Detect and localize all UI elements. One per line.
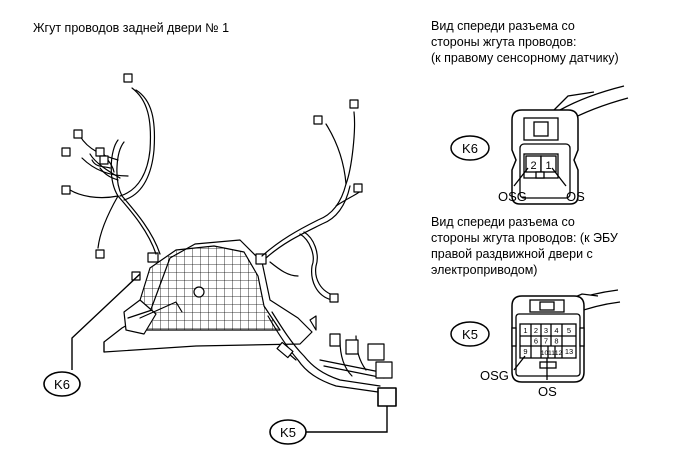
k5-caption-line-3: правой раздвижной двери с — [431, 247, 593, 261]
k5-pin-13: 13 — [565, 347, 573, 356]
k5-pin-11: 11 — [548, 350, 555, 357]
callout-k5: K5 — [269, 406, 388, 445]
grid-panel — [131, 245, 281, 331]
callout-k5-label: K5 — [280, 425, 296, 440]
k5-pins: 1 2 3 4 5 6 7 8 9 10 11 12 13 — [523, 326, 573, 357]
k5-caption-line-1: Вид спереди разъема со — [431, 215, 575, 229]
k5-pin-label-osg: OSG — [480, 368, 509, 383]
k6-label-bubble: K6 — [450, 135, 490, 161]
k5-pin-10: 10 — [541, 350, 549, 357]
k5-pin-5: 5 — [567, 326, 571, 335]
k5-pin-3: 3 — [544, 326, 548, 335]
k6-caption-line-1: Вид спереди разъема со — [431, 19, 575, 33]
k6-connector-view — [511, 85, 629, 205]
k5-connector-block — [377, 387, 397, 407]
k5-caption: Вид спереди разъема со стороны жгута про… — [431, 214, 618, 278]
k6-pin-2: 2 — [530, 160, 536, 172]
k5-pin-7: 7 — [544, 337, 548, 346]
callout-k6-label: K6 — [54, 377, 70, 392]
k5-pin-4: 4 — [554, 326, 558, 335]
k5-pin-1: 1 — [523, 326, 527, 335]
callout-k6: K6 — [43, 273, 141, 397]
k5-pin-12: 12 — [555, 350, 563, 357]
harness-title: Жгут проводов задней двери № 1 — [33, 21, 230, 35]
k6-caption-line-2: стороны жгута проводов: — [431, 35, 577, 49]
k6-pin-1: 1 — [545, 160, 551, 172]
k5-label-bubble: K5 — [450, 321, 490, 347]
k5-pin-2: 2 — [534, 326, 538, 335]
k5-caption-line-2: стороны жгута проводов: (к ЭБУ — [431, 231, 618, 245]
k6-label: K6 — [462, 141, 478, 156]
k5-pin-6: 6 — [534, 337, 538, 346]
k5-pin-9: 9 — [523, 347, 527, 356]
k6-caption-line-3: (к правому сенсорному датчику) — [431, 51, 619, 65]
k5-label: K5 — [462, 327, 478, 342]
k5-pin-8: 8 — [554, 337, 558, 346]
k5-connector-view — [511, 289, 621, 383]
wire-harness-illustration — [61, 73, 397, 407]
k5-pin-label-os: OS — [538, 384, 557, 399]
k6-pin-label-osg: OSG — [498, 189, 527, 204]
k6-caption: Вид спереди разъема со стороны жгута про… — [431, 18, 619, 66]
k5-caption-line-4: электроприводом) — [431, 263, 538, 277]
k6-pin-label-os: OS — [566, 189, 585, 204]
